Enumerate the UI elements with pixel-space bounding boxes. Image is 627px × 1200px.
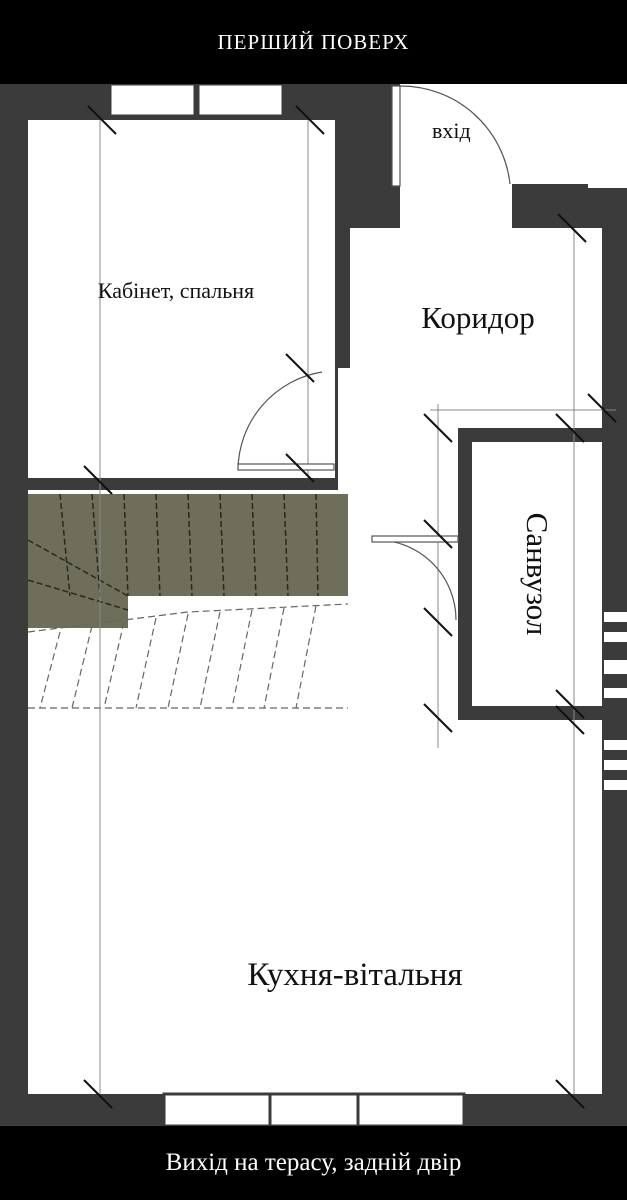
right-wall-vents — [604, 612, 627, 790]
floor-plan: вхід Кабінет, спальня Коридор Санвузол К… — [0, 84, 627, 1126]
page-title: ПЕРШИЙ ПОВЕРХ — [217, 29, 410, 54]
stairs — [28, 494, 348, 628]
label-study: Кабінет, спальня — [98, 278, 254, 303]
label-entrance: вхід — [432, 118, 471, 143]
label-bathroom: Санвузол — [520, 513, 555, 636]
stairs-treads — [27, 493, 319, 611]
reference-lines — [99, 120, 616, 1094]
window-bottom-1 — [162, 1092, 272, 1126]
window-bottom-2 — [268, 1092, 360, 1126]
window-bottom-3 — [356, 1092, 466, 1126]
label-kitchen: Кухня-вітальня — [247, 957, 462, 993]
footer-caption: Вихід на терасу, задній двір — [165, 1149, 462, 1176]
dimension-ticks — [83, 105, 617, 1109]
label-corridor: Коридор — [421, 300, 535, 335]
stairs-lower-flight — [27, 603, 349, 709]
window-top-left — [108, 84, 197, 118]
header-bar: ПЕРШИЙ ПОВЕРХ — [0, 0, 627, 84]
window-top-right — [196, 84, 285, 118]
room-corridor-kitchen — [28, 184, 602, 1094]
door-leaves — [237, 85, 459, 543]
outside-area — [588, 84, 627, 188]
entrance-porch — [400, 84, 588, 184]
room-study — [28, 120, 335, 478]
footer-bar: Вихід на терасу, задній двір — [0, 1126, 627, 1200]
room-bathroom — [472, 442, 602, 706]
